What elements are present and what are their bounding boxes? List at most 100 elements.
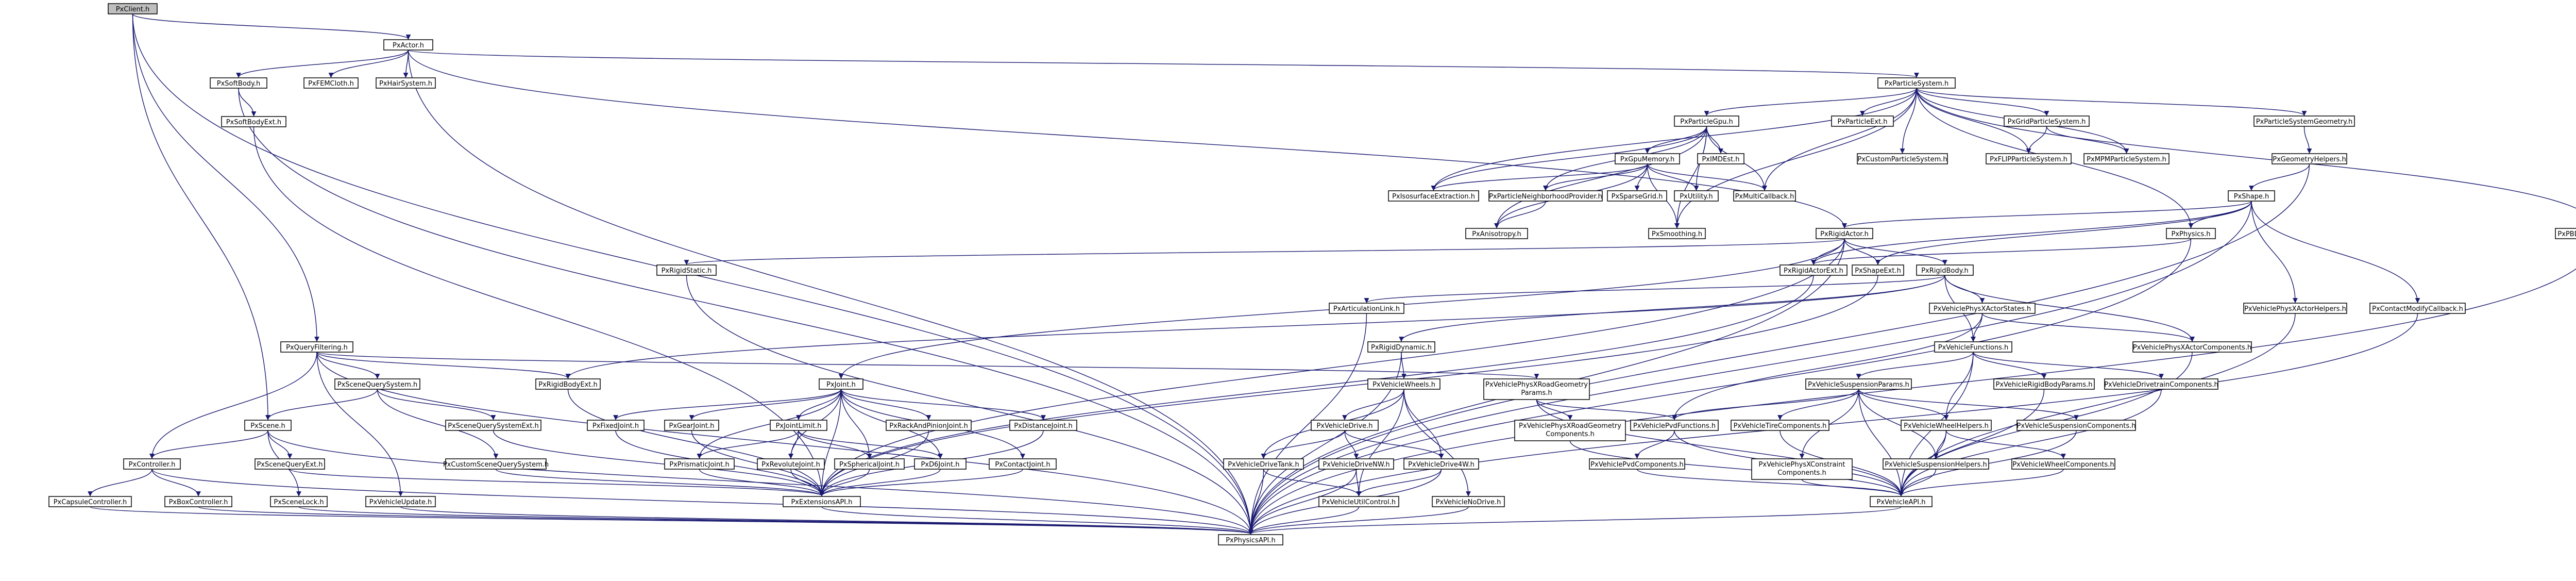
node-px-joint[interactable]: PxJoint.h — [819, 378, 863, 390]
node-px-joint-limit[interactable]: PxJointLimit.h — [770, 420, 827, 431]
node-px-vehicle-wheel-helpers[interactable]: PxVehicleWheelHelpers.h — [1901, 420, 1992, 431]
node-px-particle-ext[interactable]: PxParticleExt.h — [1831, 115, 1894, 127]
node-px-anisotropy[interactable]: PxAnisotropy.h — [1465, 228, 1528, 239]
node-px-query-filtering[interactable]: PxQueryFiltering.h — [280, 341, 353, 353]
node-px-vehicle-functions[interactable]: PxVehicleFunctions.h — [1934, 341, 2012, 353]
node-px-femcloth[interactable]: PxFEMCloth.h — [303, 77, 359, 89]
node-px-particle-neighborhood-provider[interactable]: PxParticleNeighborhoodProvider.h — [1488, 190, 1603, 202]
node-box — [1648, 228, 1706, 239]
node-px-extensions-api[interactable]: PxExtensionsAPI.h — [783, 496, 861, 507]
node-px-physics-api[interactable]: PxPhysicsAPI.h — [1218, 534, 1283, 545]
node-px-vehicle-phys-xactor-components[interactable]: PxVehiclePhysXActorComponents.h — [2132, 341, 2252, 353]
node-px-vehicle-api[interactable]: PxVehicleAPI.h — [1870, 496, 1933, 507]
node-px-grid-particle-system[interactable]: PxGridParticleSystem.h — [2004, 115, 2090, 127]
node-px-shape-ext[interactable]: PxShapeExt.h — [1852, 264, 1904, 276]
node-px-gpu-memory[interactable]: PxGpuMemory.h — [1615, 153, 1680, 164]
edge-px-vehicle-wheels-to-px-vehicle-drive — [1342, 389, 1404, 420]
node-px-gear-joint[interactable]: PxGearJoint.h — [664, 420, 719, 431]
node-px-hair-system[interactable]: PxHairSystem.h — [376, 77, 436, 89]
node-px-sparse-grid[interactable]: PxSparseGrid.h — [1607, 190, 1667, 202]
node-px-custom-particle-system[interactable]: PxCustomParticleSystem.h — [1857, 153, 1948, 164]
node-px-soft-body-ext[interactable]: PxSoftBodyExt.h — [221, 116, 286, 127]
node-px-rigid-dynamic[interactable]: PxRigidDynamic.h — [1367, 341, 1435, 353]
node-px-scene-lock[interactable]: PxSceneLock.h — [270, 496, 328, 507]
node-px-scene-query-ext[interactable]: PxSceneQueryExt.h — [255, 458, 325, 470]
node-px-articulation-link[interactable]: PxArticulationLink.h — [1329, 303, 1404, 314]
node-px-particle-gpu[interactable]: PxParticleGpu.h — [1674, 115, 1739, 127]
node-px-scene-query-system[interactable]: PxSceneQuerySystem.h — [334, 378, 420, 390]
edge-line — [819, 389, 842, 496]
node-px-vehicle-util-control[interactable]: PxVehicleUtilControl.h — [1318, 496, 1399, 507]
node-px-capsule-controller[interactable]: PxCapsuleController.h — [48, 496, 132, 507]
node-px-rack-and-pinion-joint[interactable]: PxRackAndPinionJoint.h — [886, 420, 972, 431]
node-px-vehicle-suspension-params[interactable]: PxVehicleSuspensionParams.h — [1805, 378, 1912, 390]
node-px-distance-joint[interactable]: PxDistanceJoint.h — [1009, 420, 1077, 431]
node-px-vehicle-wheels[interactable]: PxVehicleWheels.h — [1367, 378, 1440, 390]
node-px-rigid-body[interactable]: PxRigidBody.h — [1916, 264, 1974, 276]
node-px-rigid-body-ext[interactable]: PxRigidBodyExt.h — [535, 378, 601, 390]
node-px-contact-modify-callback[interactable]: PxContactModifyCallback.h — [2369, 303, 2466, 314]
node-px-shape[interactable]: PxShape.h — [2228, 190, 2275, 202]
node-px-pbdparticle-system[interactable]: PxPBDParticleSystem.h — [2555, 228, 2576, 239]
node-px-mpmparticle-system[interactable]: PxMPMParticleSystem.h — [2083, 153, 2170, 164]
node-px-vehicle-phys-xactor-states[interactable]: PxVehiclePhysXActorStates.h — [1929, 303, 2036, 314]
node-px-spherical-joint[interactable]: PxSphericalJoint.h — [834, 458, 905, 470]
node-box — [280, 341, 353, 353]
edge-line — [2249, 163, 2310, 191]
node-px-vehicle-tire-components[interactable]: PxVehicleTireComponents.h — [1731, 420, 1829, 431]
edge-line — [1403, 389, 1471, 496]
node-px-multi-callback[interactable]: PxMultiCallback.h — [1733, 190, 1796, 202]
node-px-vehicle-drive[interactable]: PxVehicleDrive.h — [1311, 420, 1379, 431]
node-px-actor[interactable]: PxActor.h — [383, 39, 433, 51]
node-box — [123, 458, 181, 470]
node-px-vehicle-pvd-components[interactable]: PxVehiclePvdComponents.h — [1589, 458, 1685, 470]
node-box — [1993, 378, 2095, 390]
node-px-vehicle-pvd-functions[interactable]: PxVehiclePvdFunctions.h — [1630, 420, 1719, 431]
edge-line — [1777, 389, 1859, 420]
node-px-vehicle-rigid-body-params[interactable]: PxVehicleRigidBodyParams.h — [1993, 378, 2095, 390]
node-px-vehicle-update[interactable]: PxVehicleUpdate.h — [365, 496, 436, 507]
node-px-scene-query-system-ext[interactable]: PxSceneQuerySystemExt.h — [445, 420, 541, 431]
node-px-flipparticle-system[interactable]: PxFLIPParticleSystem.h — [1986, 153, 2072, 164]
node-px-rigid-actor[interactable]: PxRigidActor.h — [1816, 228, 1873, 239]
node-px-geometry-helpers[interactable]: PxGeometryHelpers.h — [2272, 153, 2347, 164]
node-px-controller[interactable]: PxController.h — [123, 458, 181, 470]
node-px-soft-body[interactable]: PxSoftBody.h — [210, 77, 267, 89]
node-px-box-controller[interactable]: PxBoxController.h — [164, 496, 232, 507]
node-px-fixed-joint[interactable]: PxFixedJoint.h — [587, 420, 645, 431]
node-px-vehicle-drive-nw[interactable]: PxVehicleDriveNW.h — [1318, 458, 1394, 470]
node-label: PxRigidActorExt.h — [1784, 267, 1843, 275]
node-px-prismatic-joint[interactable]: PxPrismaticJoint.h — [664, 458, 735, 470]
node-px-isosurface-extraction[interactable]: PxIsosurfaceExtraction.h — [1388, 190, 1479, 202]
node-px-vehicle-drive-tank[interactable]: PxVehicleDriveTank.h — [1223, 458, 1304, 470]
node-px-rigid-actor-ext[interactable]: PxRigidActorExt.h — [1780, 264, 1848, 276]
node-px-physics[interactable]: PxPhysics.h — [2166, 228, 2216, 239]
node-px-vehicle-drivetrain-components[interactable]: PxVehicleDrivetrainComponents.h — [2104, 378, 2218, 390]
node-px-particle-system[interactable]: PxParticleSystem.h — [1877, 77, 1956, 89]
node-px-particle-system-geometry[interactable]: PxParticleSystemGeometry.h — [2253, 115, 2355, 127]
node-px-scene[interactable]: PxScene.h — [244, 420, 292, 431]
edge-line — [1899, 469, 2064, 496]
node-px-vehicle-wheel-components[interactable]: PxVehicleWheelComponents.h — [2011, 458, 2115, 470]
node-px-rigid-static[interactable]: PxRigidStatic.h — [656, 264, 717, 276]
node-px-imdest[interactable]: PxIMDEst.h — [1697, 153, 1744, 164]
edge-px-geometry-helpers-to-px-shape — [2249, 163, 2310, 191]
node-px-utility[interactable]: PxUtility.h — [1674, 190, 1719, 202]
edge-px-controller-to-px-box-controller — [151, 469, 201, 496]
node-px-revolute-joint[interactable]: PxRevoluteJoint.h — [757, 458, 825, 470]
node-px-d6-joint[interactable]: PxD6Joint.h — [914, 458, 967, 470]
node-px-vehicle-no-drive[interactable]: PxVehicleNoDrive.h — [1432, 496, 1505, 507]
node-px-vehicle-suspension-components[interactable]: PxVehicleSuspensionComponents.h — [2016, 420, 2136, 431]
node-px-vehicle-drive4-w[interactable]: PxVehicleDrive4W.h — [1403, 458, 1479, 470]
node-px-contact-joint[interactable]: PxContactJoint.h — [989, 458, 1057, 470]
node-label: PxBoxController.h — [169, 499, 228, 506]
node-px-vehicle-phys-xactor-helpers[interactable]: PxVehiclePhysXActorHelpers.h — [2243, 303, 2347, 314]
node-px-custom-scene-query-system[interactable]: PxCustomSceneQuerySystem.h — [443, 458, 549, 470]
edge-px-gpu-memory-to-px-multi-callback — [1647, 163, 1767, 191]
node-box — [819, 378, 863, 390]
node-px-vehicle-suspension-helpers[interactable]: PxVehicleSuspensionHelpers.h — [1883, 458, 1989, 470]
node-px-smoothing[interactable]: PxSmoothing.h — [1648, 228, 1706, 239]
